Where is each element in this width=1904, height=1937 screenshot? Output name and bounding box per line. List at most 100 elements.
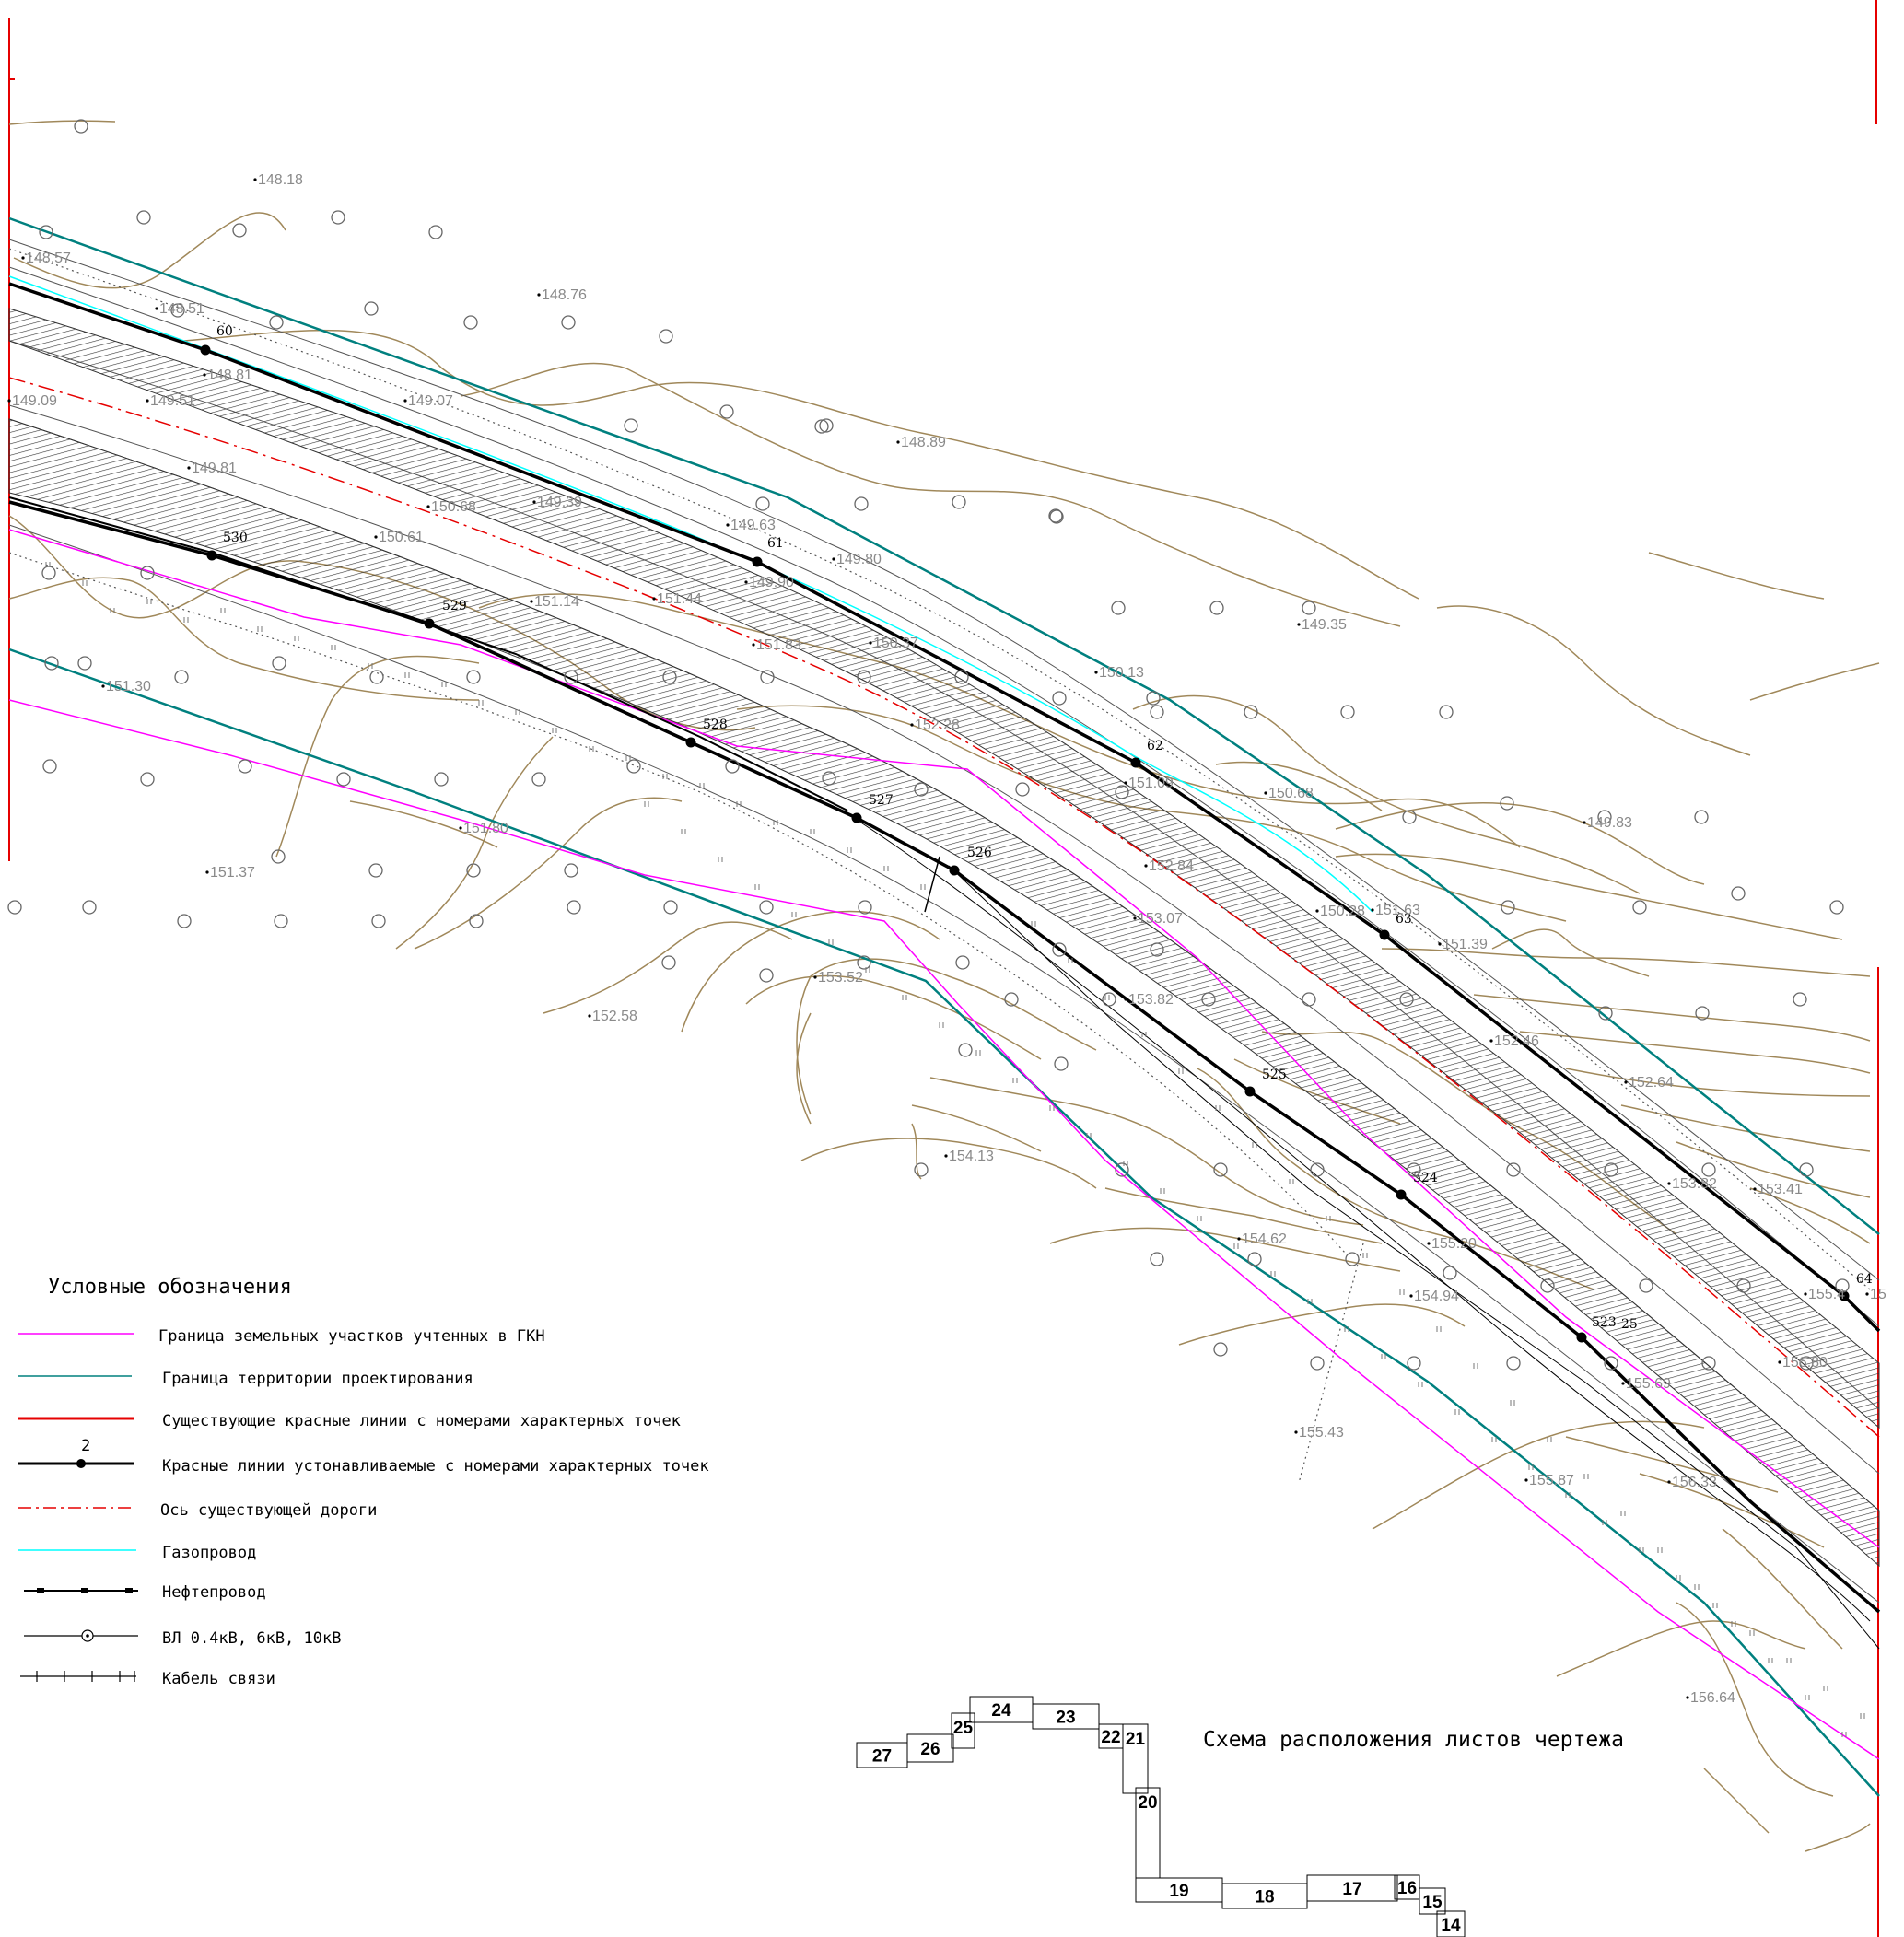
survey-marker xyxy=(463,315,478,330)
elevation-dot xyxy=(187,466,191,470)
survey-marker xyxy=(1701,1356,1716,1371)
survey-marker xyxy=(857,670,871,684)
elevation-label: 150.61 xyxy=(379,530,424,545)
elevation-label: 150.68 xyxy=(431,499,476,515)
elevation-label: 148.57 xyxy=(26,251,71,266)
sheet-number: 26 xyxy=(920,1740,940,1759)
survey-marker xyxy=(1345,1252,1360,1266)
survey-marker xyxy=(238,759,252,774)
survey-marker xyxy=(1632,900,1647,915)
survey-marker xyxy=(1639,1278,1653,1293)
legend-oil-mark-3 xyxy=(125,1588,133,1593)
point-529 xyxy=(424,618,435,629)
point-62 xyxy=(1130,757,1141,768)
survey-marker xyxy=(955,955,970,970)
survey-marker xyxy=(7,900,22,915)
legend-sample-point-number: 2 xyxy=(81,1437,90,1455)
legend-oil-mark-1 xyxy=(37,1588,44,1593)
point-label: 61 xyxy=(767,536,784,551)
point-label: 527 xyxy=(869,793,894,808)
elevation-label: 156.33 xyxy=(1672,1475,1717,1490)
survey-marker xyxy=(1146,691,1161,706)
survey-marker xyxy=(177,914,192,928)
survey-marker xyxy=(1701,1162,1716,1177)
elevation-dot xyxy=(101,684,105,688)
survey-marker xyxy=(1302,601,1316,615)
sheet-box-25 xyxy=(951,1712,975,1749)
survey-marker xyxy=(531,772,546,787)
sheet-number: 14 xyxy=(1441,1916,1461,1935)
elevation-dot xyxy=(21,256,25,260)
survey-marker xyxy=(1015,782,1030,797)
elevation-dot xyxy=(869,641,872,645)
elevation-dot xyxy=(1094,671,1098,674)
survey-marker xyxy=(1111,601,1126,615)
survey-marker xyxy=(759,968,774,983)
elevation-dot xyxy=(1865,1292,1869,1296)
survey-marker xyxy=(1310,1356,1325,1371)
elevation-label: 148.51 xyxy=(159,301,204,317)
point-label: 63 xyxy=(1396,912,1412,927)
elevation-dot xyxy=(1264,791,1267,795)
elevation-label: 153.52 xyxy=(818,970,863,986)
elevation-label: 153.82 xyxy=(1128,992,1174,1008)
survey-marker xyxy=(1340,705,1355,719)
sheet-number: 27 xyxy=(872,1747,892,1767)
sheet-box-17 xyxy=(1306,1874,1398,1902)
survey-marker xyxy=(1835,1278,1850,1293)
elevation-label: 150.68 xyxy=(1268,786,1314,801)
elevation-label: 154.62 xyxy=(1242,1231,1287,1247)
elevation-dot xyxy=(813,975,817,979)
point-label: 60 xyxy=(216,324,233,339)
sheet-box-16 xyxy=(1394,1874,1420,1900)
elevation-dot xyxy=(1427,1242,1431,1245)
power-line xyxy=(856,819,1871,1622)
road-axis-line xyxy=(8,377,1880,1438)
survey-marker xyxy=(336,772,351,787)
legend-label-comm-cable: Кабель связи xyxy=(162,1670,275,1688)
legend-label-power-line: ВЛ 0.4кВ, 6кВ, 10кВ xyxy=(162,1629,341,1648)
survey-marker xyxy=(434,772,449,787)
point-label: 530 xyxy=(223,531,248,545)
elevation-dot xyxy=(532,500,536,504)
survey-marker xyxy=(1604,1162,1618,1177)
dotted-lines xyxy=(8,248,1871,1484)
survey-marker xyxy=(269,315,284,330)
point-524 xyxy=(1396,1189,1407,1200)
survey-marker xyxy=(854,496,869,511)
survey-marker xyxy=(1695,1006,1710,1021)
point-60 xyxy=(200,344,211,356)
elevation-label: 152.84 xyxy=(1149,858,1194,874)
point-label: 524 xyxy=(1413,1171,1438,1185)
elevation-dot xyxy=(832,557,835,561)
survey-marker xyxy=(564,670,578,684)
contour-lines xyxy=(8,120,1880,1852)
sheet-number: 15 xyxy=(1422,1893,1443,1912)
point-label: 525 xyxy=(1262,1068,1287,1082)
sheet-number: 22 xyxy=(1101,1728,1120,1747)
elevation-label: 151.14 xyxy=(534,594,579,610)
survey-marker xyxy=(232,223,247,238)
elevation-label: 149.80 xyxy=(836,552,882,567)
survey-marker xyxy=(822,771,836,786)
elevation-label: 151.09 xyxy=(1128,776,1174,791)
legend: Условные обозначения Граница земельных у… xyxy=(18,1276,709,1688)
survey-marker xyxy=(1213,1342,1228,1357)
legend-symbol-comm-cable xyxy=(20,1671,136,1682)
elevation-label: 148.18 xyxy=(258,172,303,188)
survey-marker xyxy=(1736,1278,1751,1293)
survey-marker xyxy=(564,863,578,878)
elevation-label: 153.07 xyxy=(1138,911,1183,927)
point-61 xyxy=(752,556,763,567)
survey-marker xyxy=(1501,900,1515,915)
elevation-dot xyxy=(1315,909,1319,913)
elevation-dot xyxy=(1583,821,1586,824)
elevation-label: 152.46 xyxy=(1494,1033,1539,1049)
point-530 xyxy=(206,550,217,561)
elevation-label: 155.43 xyxy=(1299,1425,1344,1441)
elevation-label: 150.28 xyxy=(1320,904,1365,919)
legend-title: Условные обозначения xyxy=(48,1276,292,1299)
elevation-dot xyxy=(744,580,748,584)
